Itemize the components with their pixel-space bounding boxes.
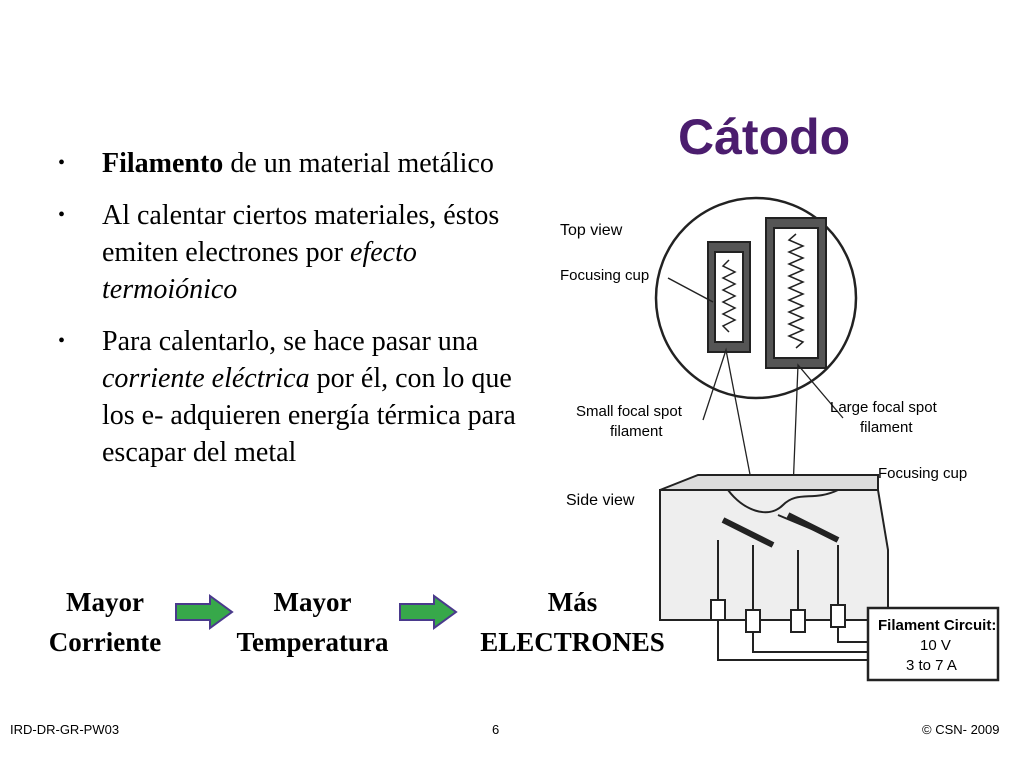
label-side-view: Side view [566, 492, 635, 509]
label-focusing-cup-side: Focusing cup [878, 465, 967, 482]
bullet-text-segment: Al calentar ciertos materiales, éstos em… [102, 200, 500, 268]
label-top-view: Top view [560, 222, 623, 239]
bullet-dot: • [58, 330, 66, 352]
label-focusing-cup-top: Focusing cup [560, 267, 649, 284]
right-arrow-icon [175, 594, 234, 630]
bullet-dot: • [58, 204, 66, 226]
bullet-text-segment: de un material metálico [223, 148, 494, 179]
label-circuit-title: Filament Circuit: [878, 617, 996, 634]
chain-label-current: Mayor Corriente [30, 582, 180, 662]
label-large-spot-2: filament [860, 419, 913, 436]
bullet-text-segment: Para calentarlo, se hace pasar una [102, 326, 479, 357]
chain-label-line2: Corriente [48, 627, 162, 657]
bullet-text-segment: corriente eléctrica [102, 363, 310, 394]
chain-label-electrons: Más ELECTRONES [460, 582, 685, 662]
chain-label-line1: Mayor [273, 587, 352, 617]
label-circuit-voltage: 10 V [920, 637, 951, 654]
chain-label-temperature: Mayor Temperatura [210, 582, 415, 662]
chain-label-line1: Más [547, 587, 598, 617]
footer-doc-code: IRD-DR-GR-PW03 [10, 722, 120, 737]
bullet-text-segment: efecto termoiónico [102, 237, 417, 305]
right-arrow-icon [399, 594, 458, 630]
cathode-diagram: Top view Focusing cup Small focal spot f… [560, 196, 1000, 682]
slide-title: Cátodo [678, 109, 851, 165]
chain-label-line1: Mayor [66, 587, 144, 617]
bullet-item: • Al calentar ciertos materiales, éstos … [58, 197, 528, 308]
bullet-list: • Filamento de un material metálico • Al … [58, 145, 528, 486]
label-small-spot-1: Small focal spot [576, 403, 683, 420]
bullet-dot: • [58, 152, 66, 174]
bullet-text-segment: Filamento [102, 148, 224, 179]
label-circuit-current: 3 to 7 A [906, 657, 957, 674]
top-view-circle [654, 196, 858, 400]
filament-circuit-box [866, 606, 1000, 682]
bullet-item: • Para calentarlo, se hace pasar una corr… [58, 323, 528, 471]
chain-label-line2: ELECTRONES [480, 627, 665, 657]
label-small-spot-2: filament [610, 423, 663, 440]
label-large-spot-1: Large focal spot [830, 399, 938, 416]
side-view-cup [659, 474, 889, 621]
chain-label-line2: Temperatura [236, 627, 389, 657]
footer-copyright: © CSN- 2009 [922, 722, 1000, 737]
bullet-text-segment: por él, con lo que los e- adquieren ener… [102, 363, 516, 468]
footer-page-number: 6 [492, 722, 500, 737]
bullet-item: • Filamento de un material metálico [58, 145, 528, 182]
